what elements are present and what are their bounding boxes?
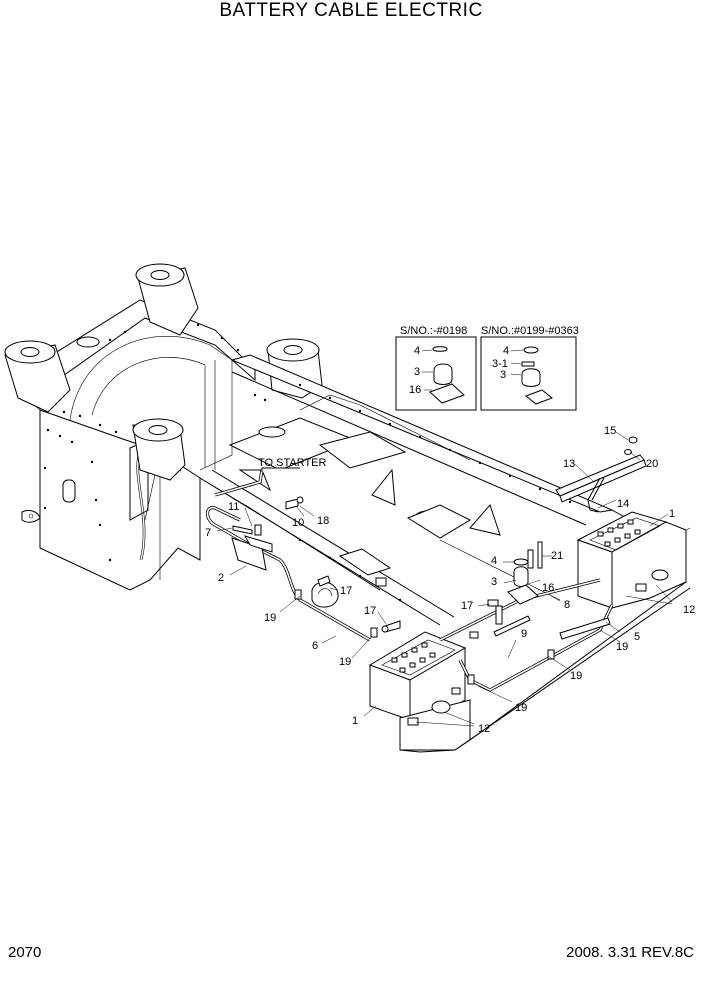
stud-21b <box>537 541 543 569</box>
callout-19: 19 <box>264 612 276 624</box>
battery-cells-right <box>597 519 641 547</box>
frame-left-section <box>14 299 256 591</box>
frame-boss-center <box>132 418 186 481</box>
callout-8: 8 <box>564 599 570 611</box>
to-starter-arrow <box>261 467 300 472</box>
mount-block <box>375 577 387 587</box>
revision-date: 2008. 3.31 REV.8C <box>566 944 694 961</box>
frame-front-rail <box>454 587 691 751</box>
callout-5: 5 <box>634 631 640 643</box>
callout-10: 10 <box>292 517 304 529</box>
frame-front-rail-inner <box>469 581 687 741</box>
nut-15 <box>628 436 638 444</box>
washer-20 <box>624 449 632 455</box>
callout-17: 17 <box>340 585 352 597</box>
callout-4: 4 <box>414 345 420 357</box>
callout-15: 15 <box>604 425 616 437</box>
frame-boss-top <box>135 263 199 336</box>
callout-17: 17 <box>364 605 376 617</box>
callout-18: 18 <box>317 515 329 527</box>
callout-16: 16 <box>542 582 554 594</box>
callout-3: 3 <box>491 576 497 588</box>
callout-19: 19 <box>515 702 527 714</box>
mount-plate <box>338 548 392 576</box>
battery-switch-bracket <box>231 524 273 571</box>
page-title: BATTERY CABLE ELECTRIC <box>219 0 483 21</box>
callout-16: 16 <box>409 384 421 396</box>
terminal-11 <box>232 525 253 535</box>
inset-right <box>480 336 577 411</box>
rivet-dots-frame <box>253 383 572 602</box>
rod-9 <box>469 599 531 639</box>
stud-21 <box>527 549 534 569</box>
callout-1: 1 <box>669 508 675 520</box>
callout-19: 19 <box>339 656 351 668</box>
battery-box-right <box>576 511 691 609</box>
callout-12: 12 <box>683 604 695 616</box>
chassis-frame <box>199 354 631 626</box>
battery-cells-left <box>391 642 436 673</box>
callout-14: 14 <box>617 498 629 510</box>
callout-12: 12 <box>478 723 490 735</box>
inset-left-label: S/NO.:-#0198 <box>400 325 467 337</box>
bracket-13 <box>555 454 647 513</box>
callout-19: 19 <box>616 641 628 653</box>
callout-3: 3 <box>414 366 420 378</box>
frame-boss-left <box>4 340 71 413</box>
page-number: 2070 <box>8 944 42 961</box>
callout-13: 13 <box>563 458 575 470</box>
callout-3: 3 <box>500 369 506 381</box>
cable-clamps <box>294 589 555 685</box>
cable-sleeve-5 <box>559 617 611 640</box>
callout-6: 6 <box>312 640 318 652</box>
inset-right-label: S/NO.:#0199-#0363 <box>481 325 579 337</box>
callout-1: 1 <box>352 715 358 727</box>
leader-lines <box>216 431 673 727</box>
relay-assembly <box>507 558 539 605</box>
cable-to-starter <box>214 469 264 497</box>
callout-20: 20 <box>646 458 658 470</box>
callout-2: 2 <box>218 572 224 584</box>
callout-19: 19 <box>570 670 582 682</box>
bolt-10-18 <box>285 496 304 510</box>
callout-21: 21 <box>551 550 563 562</box>
to-starter-label: TO STARTER <box>258 457 327 469</box>
callout-11: 11 <box>228 501 239 513</box>
callout-17: 17 <box>461 600 473 612</box>
callout-3-1: 3-1 <box>492 358 508 370</box>
frame-hole <box>76 336 100 348</box>
callout-7: 7 <box>205 527 211 539</box>
clamp-17 <box>311 575 339 608</box>
battery-box-left <box>368 631 471 751</box>
screw-17-middle <box>381 620 401 633</box>
inset-left <box>395 336 477 411</box>
frame-front-edge <box>399 749 456 753</box>
callout-9: 9 <box>521 628 527 640</box>
callout-4: 4 <box>491 555 497 567</box>
callout-4: 4 <box>503 345 509 357</box>
